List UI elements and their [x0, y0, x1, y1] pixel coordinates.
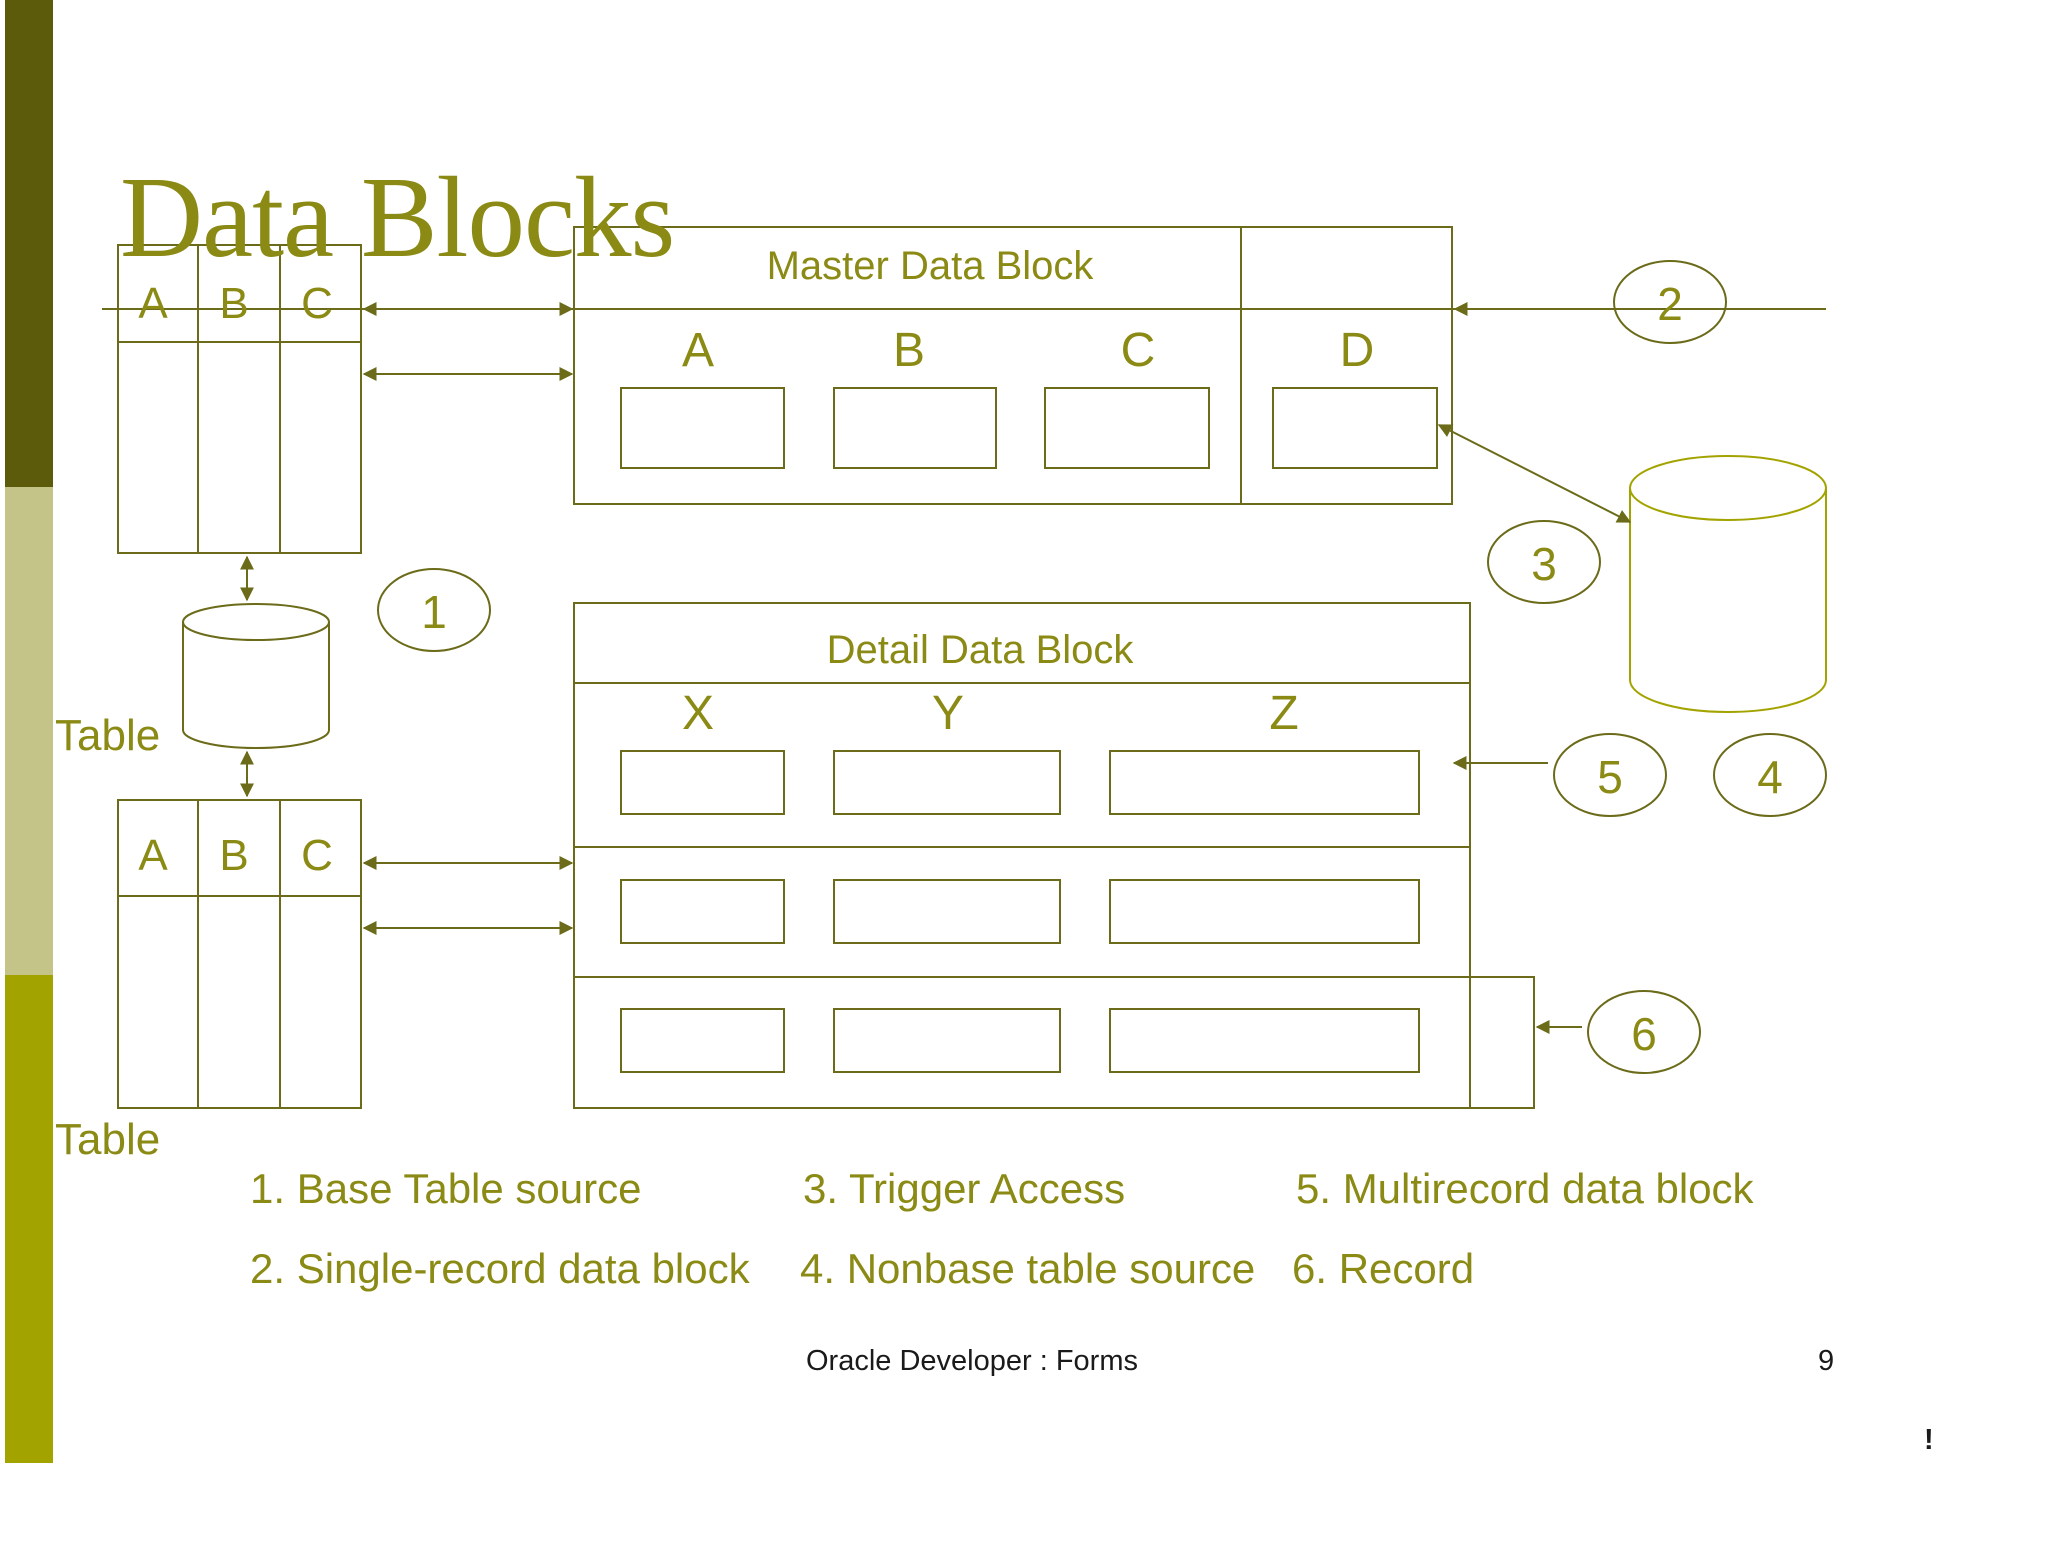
detail-col-x: X — [681, 687, 715, 740]
top-table — [117, 244, 362, 554]
legend-item-4: 4. Nonbase table source — [800, 1245, 1256, 1292]
callout-circle-4 — [1713, 733, 1827, 817]
legend-item-3: 3. Trigger Access — [803, 1165, 1126, 1212]
callout-circle-5 — [1553, 733, 1667, 817]
callout-number-6: 6 — [1631, 1008, 1657, 1060]
arrow-trigger-access — [1437, 424, 1632, 523]
legend-item-5: 5. Multirecord data block — [1296, 1165, 1754, 1212]
bottom-table-col-c: C — [301, 831, 333, 880]
master-data-block — [573, 226, 1453, 505]
detail-col-y: Y — [931, 687, 965, 740]
callout-number-2: 2 — [1657, 278, 1683, 330]
sidebar-band-bottom — [5, 975, 53, 1463]
detail-data-block — [573, 602, 1535, 1109]
legend-item-6: 6. Record — [1292, 1245, 1475, 1292]
callout-circle-2 — [1613, 260, 1727, 344]
legend-item-1: 1. Base Table source — [250, 1165, 642, 1212]
table-database-icon — [182, 603, 330, 749]
table-label-lower: Table — [55, 1115, 161, 1164]
top-table-col-c: C — [301, 279, 333, 328]
page-number: 9 — [1818, 1345, 1835, 1377]
callout-circle-3 — [1487, 520, 1601, 604]
bottom-table-col-b: B — [219, 831, 249, 880]
footer-text: Oracle Developer : Forms — [806, 1345, 1138, 1377]
master-col-d: D — [1339, 324, 1375, 377]
legend-item-2: 2. Single-record data block — [250, 1245, 750, 1292]
master-block-title: Master Data Block — [766, 244, 1094, 288]
callout-number-3: 3 — [1531, 538, 1557, 590]
callout-number-5: 5 — [1597, 751, 1623, 803]
table-label-upper: Table — [55, 711, 161, 760]
footer-mark: ! — [1924, 1424, 1934, 1456]
master-col-a: A — [681, 324, 715, 377]
slide-title: Data Blocks — [120, 154, 675, 281]
callout-number-4: 4 — [1757, 751, 1783, 803]
master-col-c: C — [1120, 324, 1156, 377]
nonbase-database-icon — [1629, 455, 1827, 713]
callout-circle-1 — [377, 568, 491, 652]
top-table-col-b: B — [219, 279, 249, 328]
detail-col-z: Z — [1269, 687, 1299, 740]
sidebar-band-top — [5, 0, 53, 487]
callout-number-1: 1 — [421, 586, 447, 638]
sidebar-band-middle — [5, 487, 53, 975]
detail-block-title: Detail Data Block — [826, 628, 1134, 672]
top-table-col-a: A — [138, 279, 168, 328]
master-col-b: B — [892, 324, 926, 377]
bottom-table — [117, 799, 362, 1109]
bottom-table-col-a: A — [138, 831, 168, 880]
callout-circle-6 — [1587, 990, 1701, 1074]
